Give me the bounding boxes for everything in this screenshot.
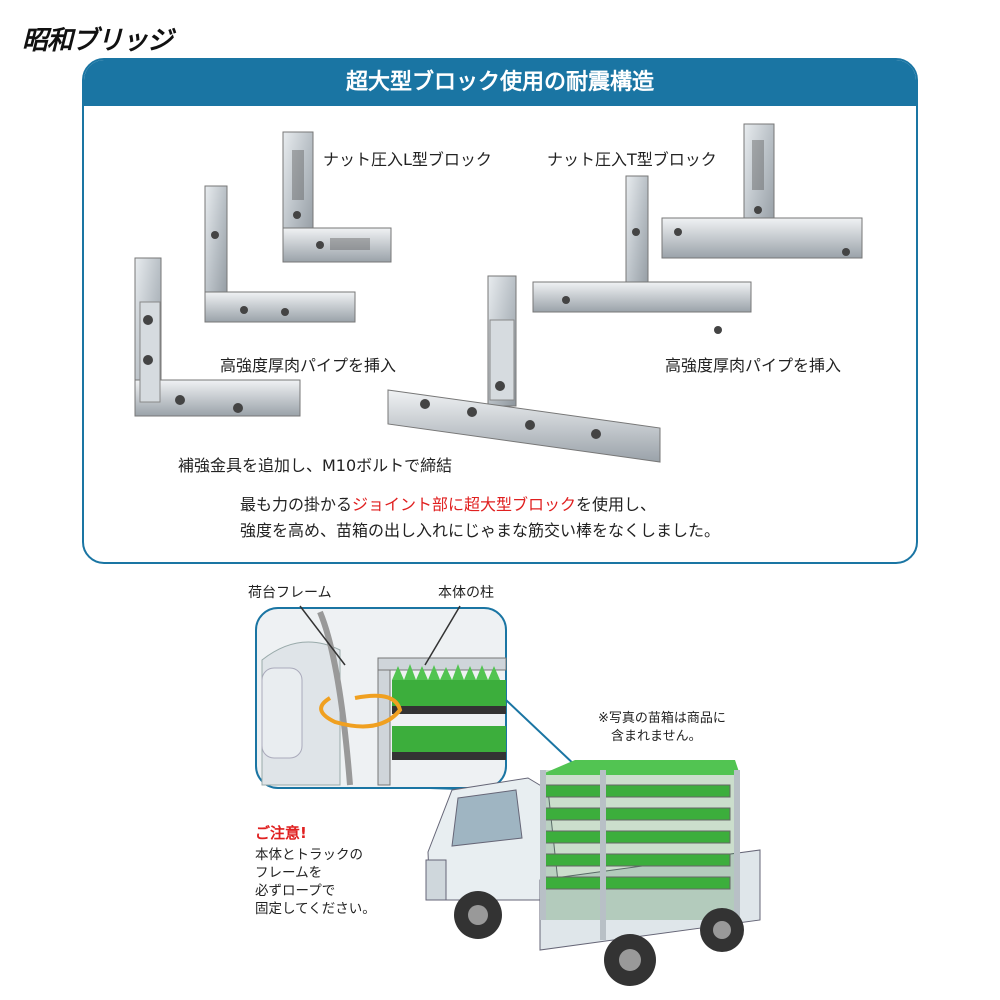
summary-text: 最も力の掛かるジョイント部に超大型ブロックを使用し、 強度を高め、苗箱の出し入れ…: [240, 492, 840, 544]
pipe-left-label: 高強度厚肉パイプを挿入: [220, 356, 397, 375]
summary-line2: 強度を高め、苗箱の出し入れにじゃまな筋交い棒をなくしました。: [240, 521, 721, 540]
t-pipe-image: [532, 175, 752, 334]
brand-logo: 昭和ブリッジ: [22, 26, 173, 56]
frame-leader: [299, 605, 346, 666]
t-reinforced-image: [387, 275, 661, 463]
summary-part1: 最も力の掛かる: [240, 495, 353, 514]
pipe-right-label: 高強度厚肉パイプを挿入: [665, 356, 842, 375]
photo-note: ※写真の苗箱は商品に 含まれません。: [598, 711, 726, 744]
panel-title: 超大型ブロック使用の耐震構造: [84, 60, 916, 106]
pillar-leader: [424, 605, 461, 666]
summary-part2: を使用し、: [576, 495, 657, 514]
caution-title: ご注意!: [255, 824, 307, 842]
zoom-inset: [255, 607, 507, 789]
frame-label: 荷台フレーム: [248, 585, 332, 601]
summary-highlight: ジョイント部に超大型ブロック: [352, 495, 577, 514]
l-block-image: [282, 131, 392, 263]
caution-body: 本体とトラックの フレームを 必ずロープで 固定してください。: [255, 847, 376, 917]
t-block-label: ナット圧入T型ブロック: [547, 150, 717, 169]
pillar-label: 本体の柱: [438, 585, 494, 601]
l-block-label: ナット圧入L型ブロック: [323, 150, 492, 169]
l-reinforced-image: [134, 257, 301, 417]
l-pipe-image: [204, 185, 356, 323]
reinforce-label: 補強金具を追加し、M10ボルトで締結: [178, 456, 453, 475]
t-block-image: [661, 123, 863, 259]
truck-image: [425, 760, 761, 986]
